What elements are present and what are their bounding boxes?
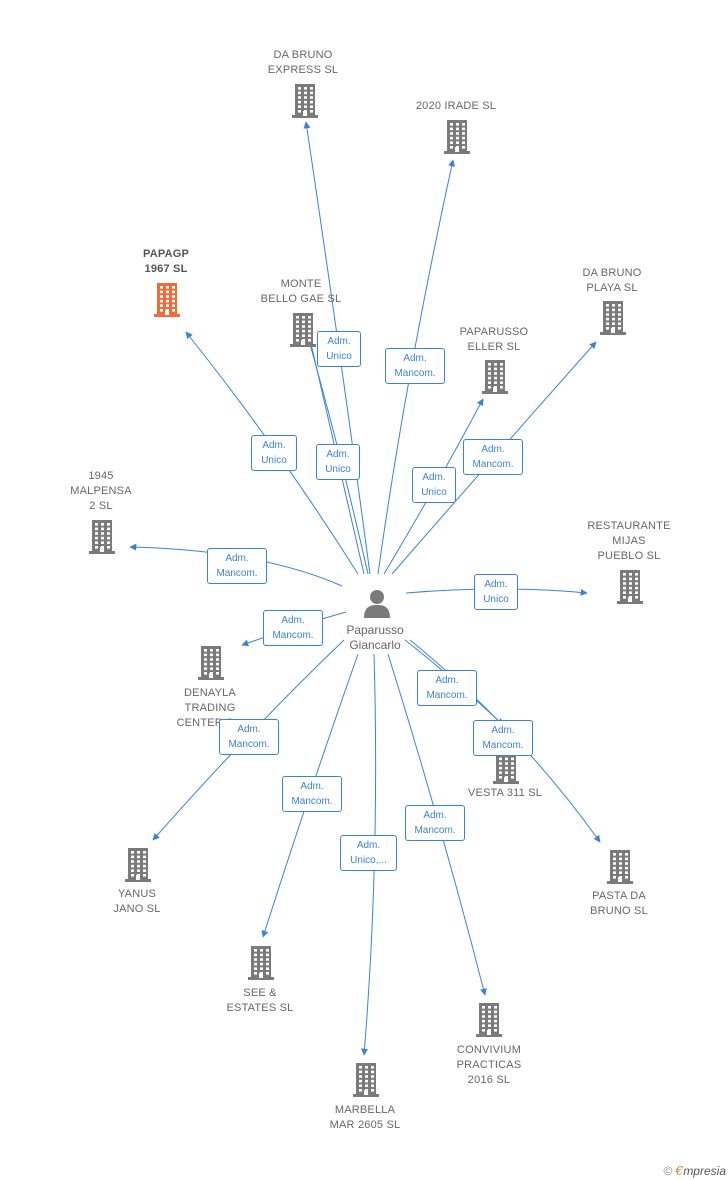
company-label-paparusso-eller[interactable]: PAPARUSSO ELLER SL bbox=[459, 326, 529, 353]
role-box-da-bruno-express: Adm. Unico bbox=[316, 444, 360, 480]
building-icon[interactable] bbox=[482, 360, 508, 394]
building-icon[interactable] bbox=[292, 84, 318, 118]
role-box-paparusso-eller: Adm. Unico bbox=[412, 467, 456, 503]
building-icon[interactable] bbox=[248, 946, 274, 980]
role-box-papagp-1967: Adm. Unico bbox=[251, 435, 297, 471]
role-box-da-bruno-playa: Adm. Mancom. bbox=[463, 439, 523, 475]
company-label-papagp-1967[interactable]: PAPAGP 1967 SL bbox=[142, 248, 190, 275]
role-box-1945-malpensa-2: Adm. Mancom. bbox=[207, 548, 267, 584]
role-box-see-estates: Adm. Mancom. bbox=[282, 776, 342, 812]
role-box-vesta-311: Adm. Mancom. bbox=[417, 670, 477, 706]
role-box-pasta-da-bruno: Adm. Mancom. bbox=[473, 720, 533, 756]
building-icon[interactable] bbox=[353, 1063, 379, 1097]
copyright-icon: © bbox=[663, 1164, 673, 1178]
building-icon[interactable] bbox=[600, 301, 626, 335]
company-label-monte-bello-gae[interactable]: MONTE BELLO GAE SL bbox=[260, 278, 342, 305]
company-label-pasta-da-bruno[interactable]: PASTA DA BRUNO SL bbox=[590, 890, 648, 917]
company-label-convivium-practicas[interactable]: CONVIVIUM PRACTICAS 2016 SL bbox=[456, 1044, 522, 1086]
company-label-da-bruno-playa[interactable]: DA BRUNO PLAYA SL bbox=[582, 267, 642, 294]
building-icon[interactable] bbox=[290, 313, 316, 347]
company-label-vesta-311[interactable]: VESTA 311 SL bbox=[467, 787, 543, 799]
role-box-restaurante-mijas: Adm. Unico bbox=[474, 574, 518, 610]
building-icon[interactable] bbox=[617, 570, 643, 604]
role-box-marbella-mar-2605: Adm. Unico,... bbox=[340, 835, 397, 871]
building-icon[interactable] bbox=[476, 1003, 502, 1037]
building-icon[interactable] bbox=[125, 848, 151, 882]
company-label-denayla-trading[interactable]: DENAYLA TRADING CENTER S... bbox=[176, 687, 244, 729]
company-label-see-estates[interactable]: SEE & ESTATES SL bbox=[226, 987, 294, 1014]
person-icon[interactable] bbox=[362, 588, 392, 618]
company-label-1945-malpensa-2[interactable]: 1945 MALPENSA 2 SL bbox=[70, 470, 132, 512]
building-icon[interactable] bbox=[89, 520, 115, 554]
role-box-denayla-trading: Adm. Mancom. bbox=[263, 610, 323, 646]
company-label-da-bruno-express[interactable]: DA BRUNO EXPRESS SL bbox=[267, 49, 339, 76]
role-box-2020-irade: Adm. Mancom. bbox=[385, 348, 445, 384]
building-icon[interactable] bbox=[444, 120, 470, 154]
brand-logo-mark: € bbox=[675, 1164, 684, 1178]
company-label-2020-irade[interactable]: 2020 IRADE SL bbox=[415, 100, 497, 112]
building-icon[interactable] bbox=[154, 283, 180, 317]
brand-logo-text[interactable]: mpresia bbox=[683, 1164, 726, 1178]
role-box-yanus-jano: Adm. Mancom. bbox=[219, 719, 279, 755]
building-icon[interactable] bbox=[198, 646, 224, 680]
role-box-convivium-practicas: Adm. Mancom. bbox=[405, 805, 465, 841]
building-icon[interactable] bbox=[607, 850, 633, 884]
footer: © €mpresia bbox=[663, 1164, 726, 1178]
company-label-marbella-mar-2605[interactable]: MARBELLA MAR 2605 SL bbox=[329, 1104, 401, 1131]
company-label-yanus-jano[interactable]: YANUS JANO SL bbox=[113, 888, 161, 915]
role-box-monte-bello-gae: Adm. Unico bbox=[317, 331, 361, 367]
company-label-restaurante-mijas[interactable]: RESTAURANTE MIJAS PUEBLO SL bbox=[587, 520, 671, 562]
person-name[interactable]: Paparusso Giancarlo bbox=[346, 623, 404, 652]
